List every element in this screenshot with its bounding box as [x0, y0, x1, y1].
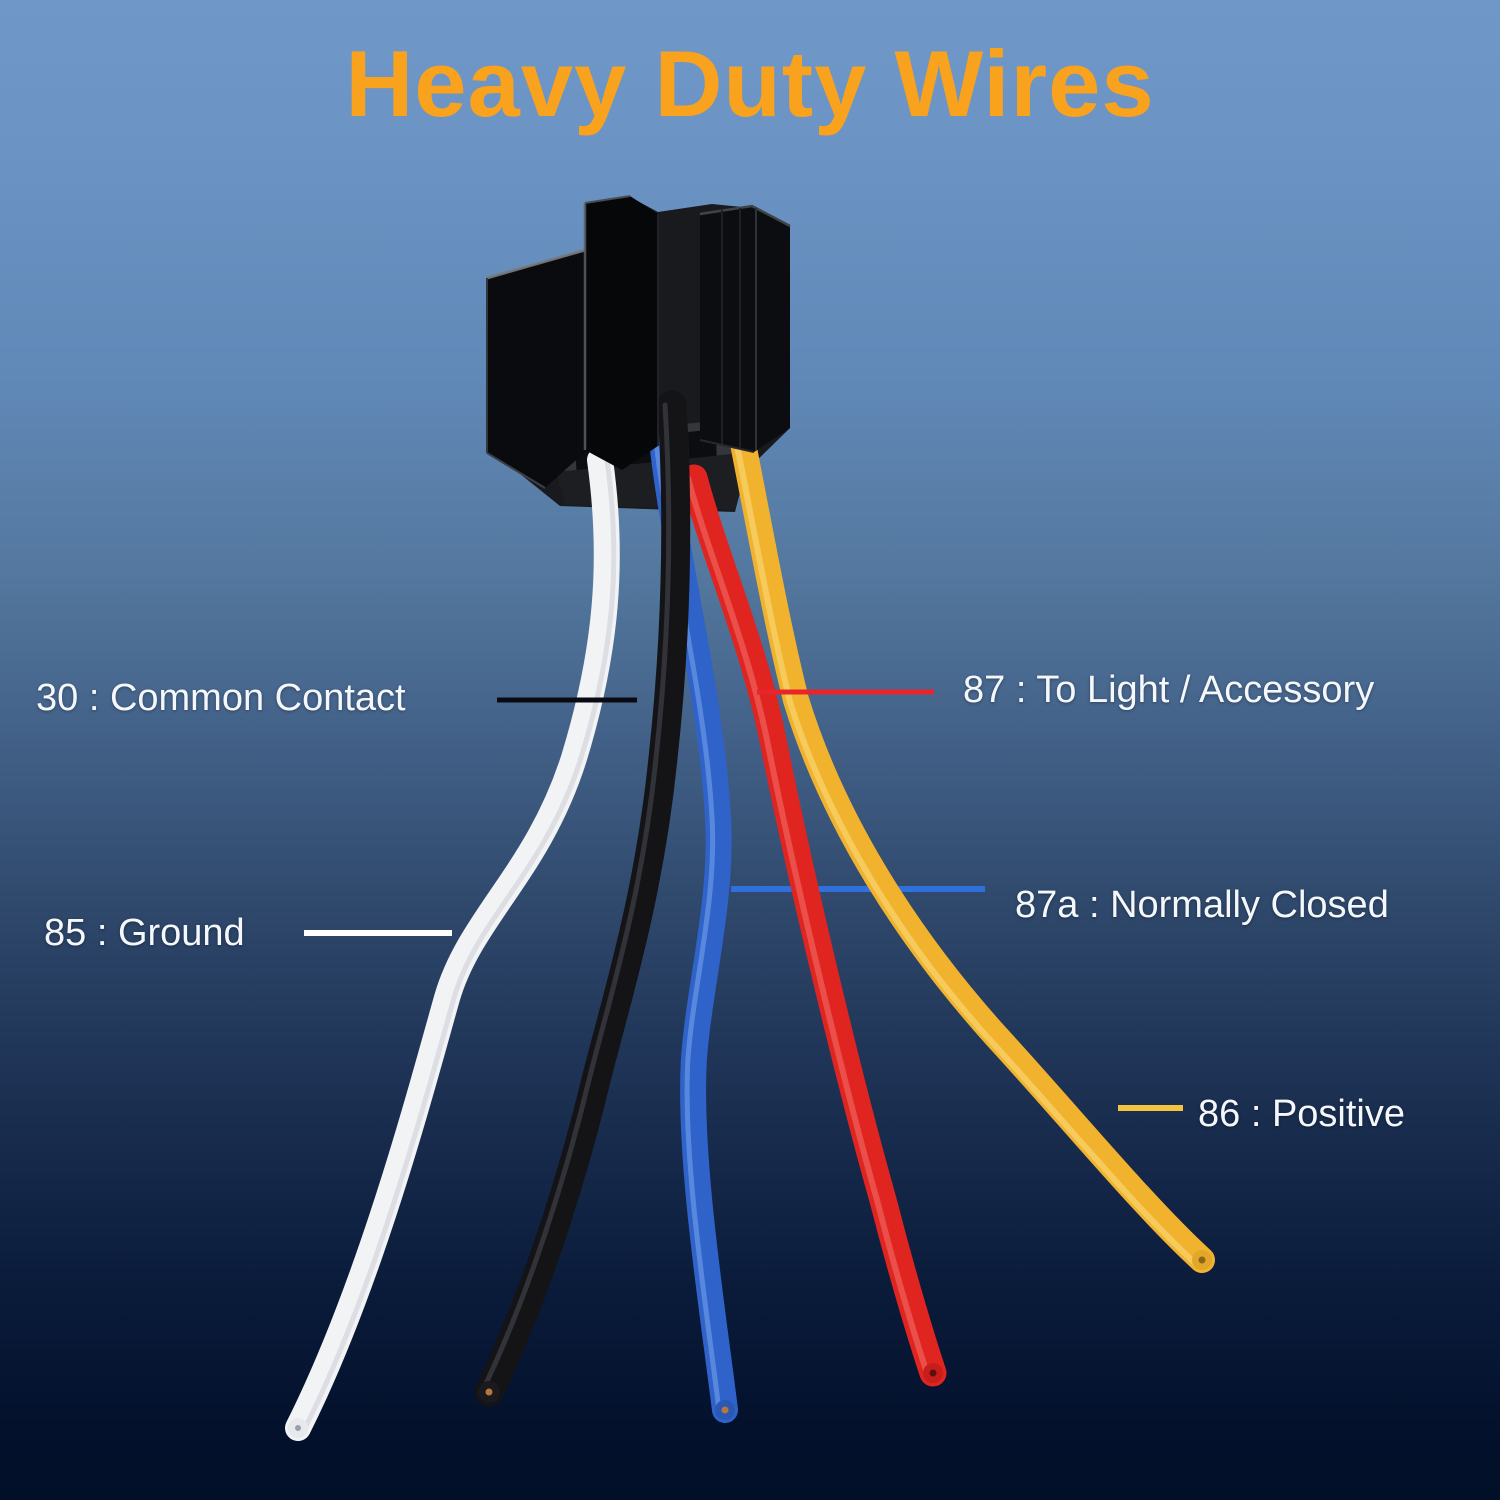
pin-label-87: 87 : To Light / Accessory	[963, 669, 1375, 711]
wire-black	[474, 390, 691, 1407]
wire-yellow	[727, 415, 1215, 1273]
connector-right-block-bottom-edge	[699, 439, 755, 453]
wire-core-white	[295, 1425, 301, 1431]
wire-white	[285, 447, 620, 1441]
connector-left-face-top-edge	[486, 248, 586, 280]
wire-red	[680, 464, 947, 1387]
connector-left-face	[487, 250, 585, 488]
connector-center-fin-top-edge	[584, 195, 631, 204]
wire-black-highlight	[479, 402, 672, 1395]
wire-core-blue	[721, 1406, 729, 1414]
wire-red-highlight	[685, 475, 930, 1376]
relay-connector	[486, 195, 791, 489]
wire-core-red	[929, 1369, 937, 1377]
wire-core-yellow	[1198, 1256, 1206, 1264]
wire-yellow-highlight	[731, 427, 1199, 1267]
wire-core-black	[485, 1388, 493, 1396]
pin-label-30: 30 : Common Contact	[36, 677, 406, 719]
page-title: Heavy Duty Wires	[345, 31, 1155, 136]
pin-label-86: 86 : Positive	[1198, 1093, 1405, 1135]
connector-center-fin	[585, 196, 658, 470]
wire-white-shade	[302, 457, 617, 1431]
connector-right-block-top-edge	[699, 204, 791, 228]
leader-lines	[304, 689, 1183, 1111]
connector-right-block	[700, 206, 790, 452]
pin-label-85: 85 : Ground	[44, 912, 245, 954]
wire-tips	[288, 1250, 1212, 1438]
pin-label-87a: 87a : Normally Closed	[1015, 884, 1389, 926]
wires	[285, 390, 1215, 1441]
connector-left-face-bottom-edge	[486, 452, 546, 489]
